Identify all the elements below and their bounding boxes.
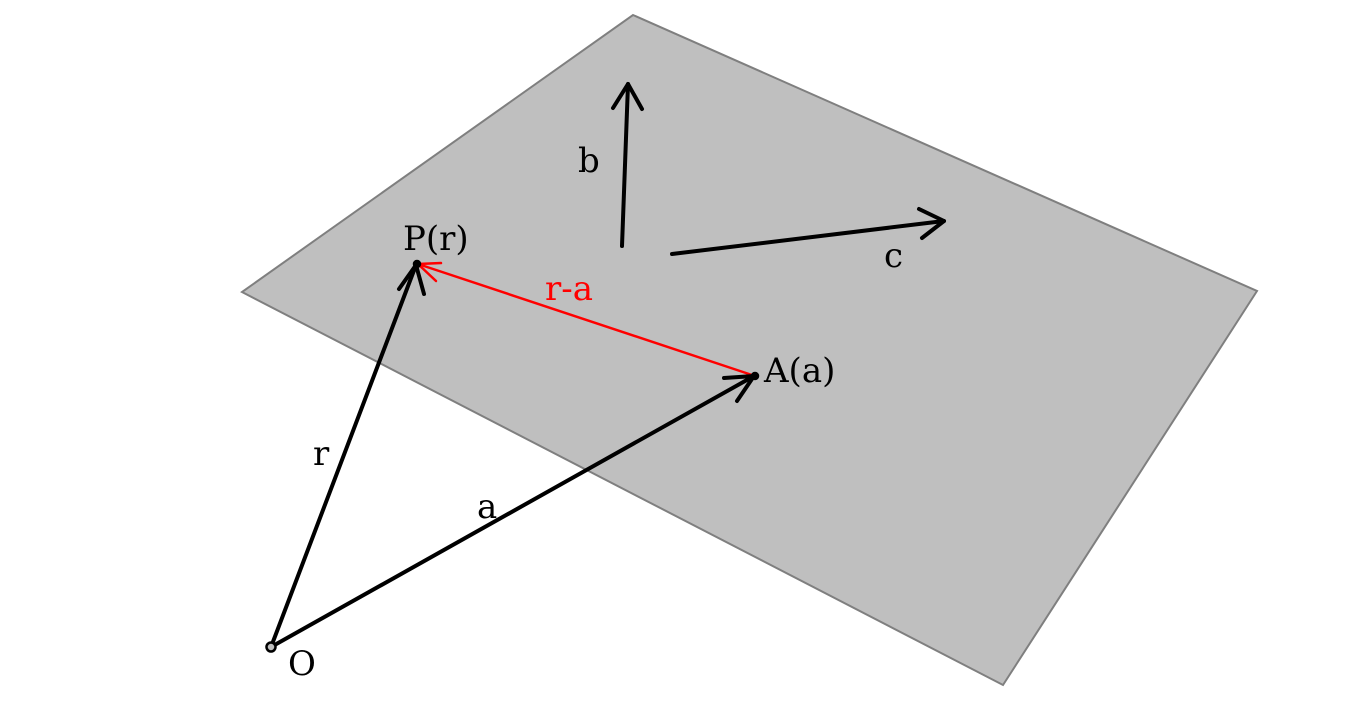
- label-point-p: P(r): [403, 219, 469, 259]
- point-o-dot: [265, 641, 277, 653]
- label-vector-r: r: [313, 434, 330, 474]
- label-vector-c: c: [884, 236, 903, 276]
- label-origin: O: [288, 644, 316, 684]
- point-p-dot: [412, 259, 422, 269]
- label-vector-b: b: [578, 141, 600, 181]
- label-vector-a: a: [477, 487, 497, 527]
- label-vector-r-minus-a: r-a: [545, 269, 593, 309]
- vector-c-arrow: [670, 207, 946, 256]
- point-a-dot: [750, 371, 760, 381]
- label-point-a: A(a): [763, 351, 835, 391]
- plane: [240, 13, 1259, 687]
- vector-b-arrow: [611, 82, 644, 248]
